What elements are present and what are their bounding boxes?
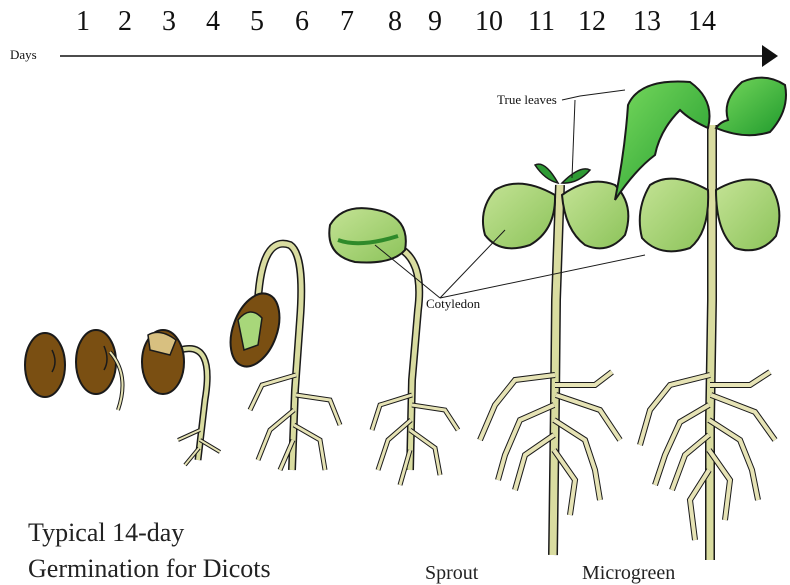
seed-day-1 [25,333,65,397]
caption-line-1: Typical 14-day [28,520,184,546]
stage-sprout-label: Sprout [425,563,478,583]
sprout-day-11 [480,164,628,555]
true-leaves-label: True leaves [497,92,557,108]
timeline-arrow [60,45,778,67]
seedling-day-5 [221,244,340,470]
microgreen-day-14 [615,78,786,560]
stage-microgreen-label: Microgreen [582,563,675,583]
seed-day-3 [142,330,220,465]
seedling-day-8 [329,208,458,485]
caption-line-2: Germination for Dicots [28,556,271,582]
cotyledon-label: Cotyledon [426,296,480,312]
seed-day-2 [76,330,123,410]
